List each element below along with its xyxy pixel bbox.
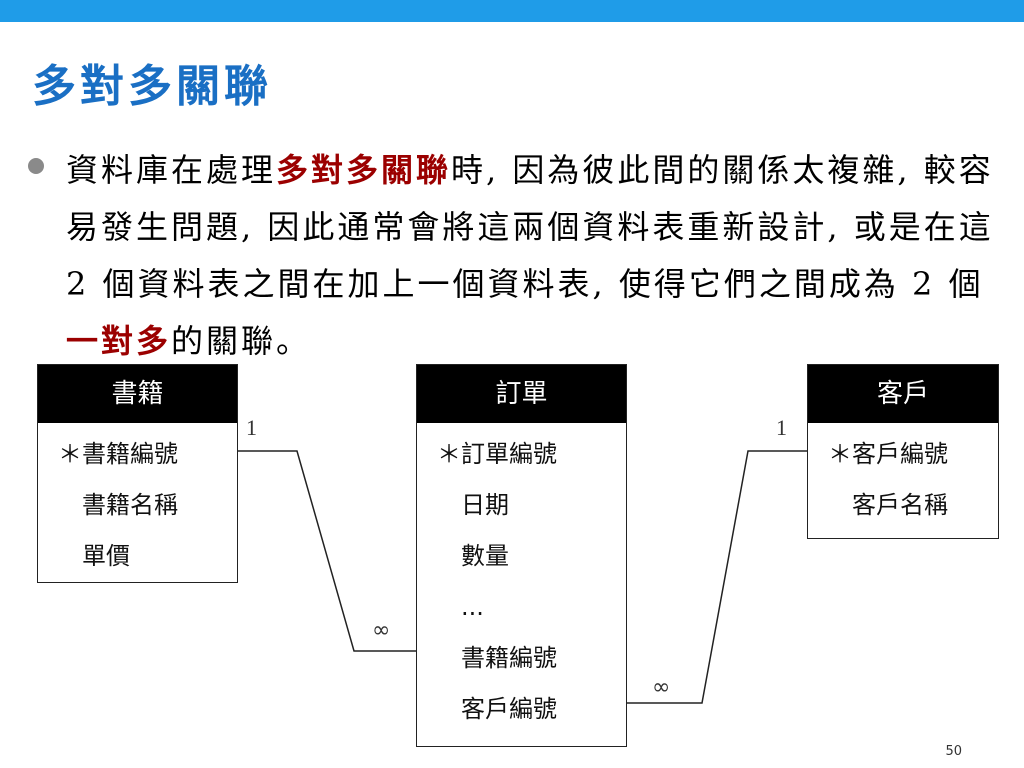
- entity-orders-header: 訂單: [417, 365, 626, 423]
- slide-title: 多對多關聯: [32, 61, 272, 112]
- books-orders-connector: [237, 450, 417, 652]
- field-order-id: ＊訂單編號: [437, 440, 557, 468]
- field-customer-id: ＊客戶編號: [828, 440, 948, 468]
- customers-orders-connector: [626, 450, 808, 704]
- field-customer-name: 客戶名稱: [852, 491, 948, 519]
- bullet-text-part1: 資料庫在處理: [66, 151, 277, 189]
- customers-many-label: ∞: [652, 675, 670, 700]
- field-date: 日期: [461, 491, 509, 519]
- entity-customers-header: 客戶: [808, 365, 998, 423]
- customers-one-label: 1: [776, 415, 787, 440]
- field-book-id-fk: 書籍編號: [461, 644, 557, 672]
- highlight-many-to-many: 多對多關聯: [276, 151, 452, 189]
- bullet-text-part2: 時, 因為彼此間的關係太複雜, 較容易發生問題, 因此通常會將這兩個資料表重新設…: [66, 151, 994, 303]
- bullet-text-part3: 的關聯。: [171, 322, 312, 360]
- page-number: 50: [945, 744, 962, 759]
- entity-books: 書籍 ＊書籍編號 書籍名稱 單價: [37, 364, 238, 583]
- entity-orders: 訂單 ＊訂單編號 日期 數量 ... 書籍編號 客戶編號: [416, 364, 627, 747]
- bullet-icon: [28, 158, 44, 174]
- top-accent-bar: [0, 0, 1024, 22]
- highlight-one-to-many: 一對多: [66, 322, 172, 360]
- books-many-label: ∞: [372, 618, 390, 643]
- entity-customers: 客戶 ＊客戶編號 客戶名稱: [807, 364, 999, 539]
- entity-books-header: 書籍: [38, 365, 237, 423]
- field-customer-id-fk: 客戶編號: [461, 695, 557, 723]
- field-ellipsis: ...: [461, 593, 484, 621]
- bullet-paragraph: 資料庫在處理多對多關聯時, 因為彼此間的關係太複雜, 較容易發生問題, 因此通常…: [66, 142, 996, 370]
- field-book-name: 書籍名稱: [82, 491, 178, 519]
- field-quantity: 數量: [461, 542, 509, 570]
- books-one-label: 1: [246, 415, 257, 440]
- field-price: 單價: [82, 542, 130, 570]
- field-book-id: ＊書籍編號: [58, 440, 178, 468]
